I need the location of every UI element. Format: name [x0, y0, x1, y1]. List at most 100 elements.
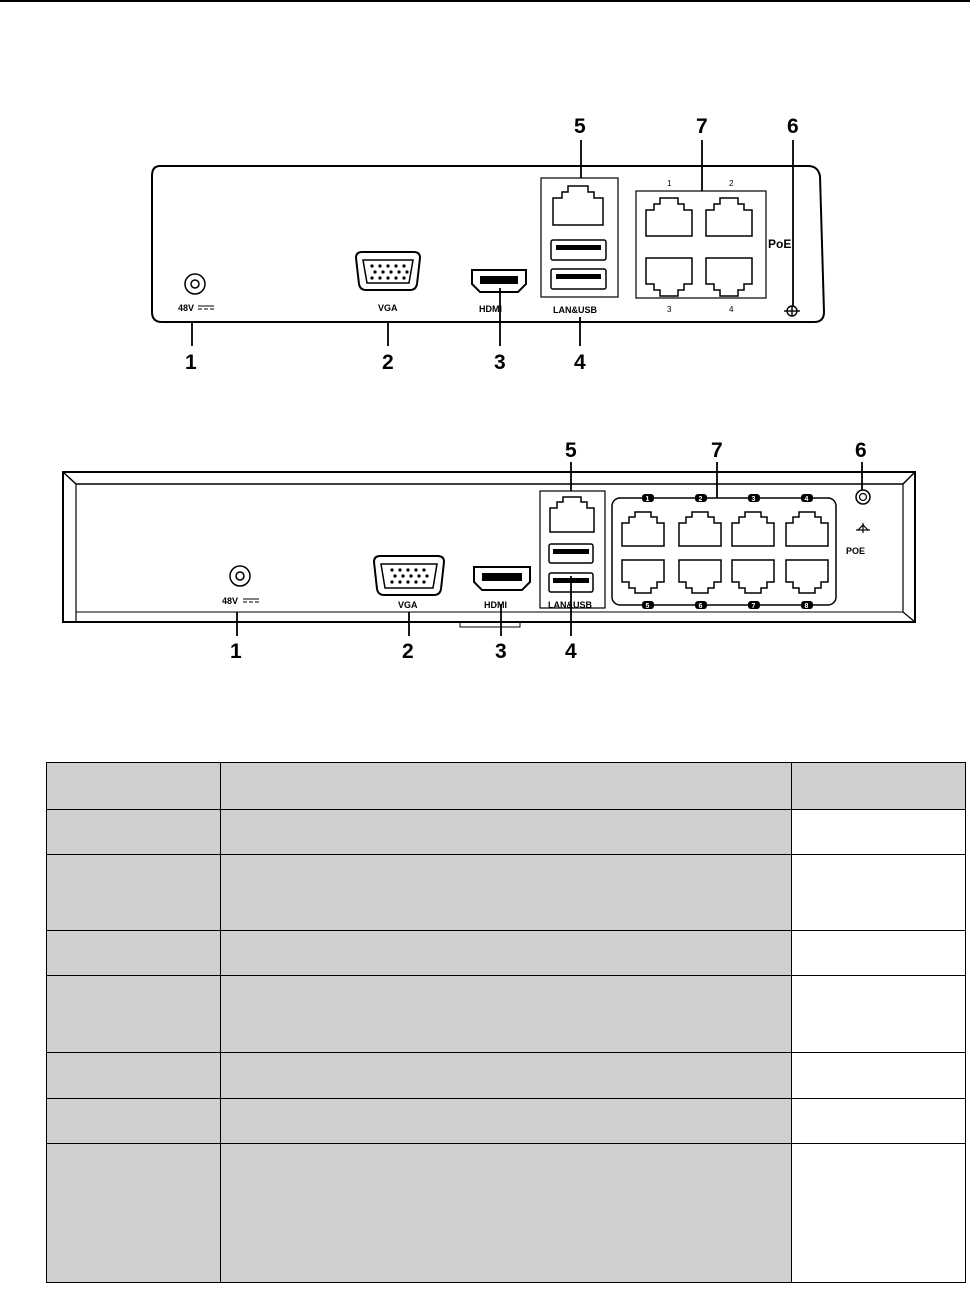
cell-no	[46, 975, 221, 1053]
cell-no	[46, 809, 221, 855]
lan-usb-block	[540, 177, 619, 298]
poe-port-icon	[785, 511, 829, 547]
dc-symbol-icon	[198, 305, 214, 310]
cell-description	[791, 1098, 966, 1144]
table-header-row	[46, 762, 966, 810]
cell-no	[46, 1143, 221, 1283]
rear-panel-4ch-diagram: 48V VGA HDMI LAN&USB 1 2 3 4 PoE	[151, 115, 826, 374]
cell-no	[46, 1052, 221, 1099]
poe-port-number: 1	[667, 179, 672, 188]
poe-port-number: 2	[699, 496, 703, 503]
lan-port-icon	[552, 185, 604, 226]
table-row	[46, 1143, 966, 1283]
callout-number: 2	[402, 640, 414, 663]
poe-port-number: 3	[667, 305, 672, 314]
callout-number: 3	[495, 640, 507, 663]
cell-no	[46, 854, 221, 931]
hdmi-port-icon	[471, 269, 527, 293]
poe-label: PoE	[768, 237, 791, 251]
power-jack-icon	[229, 565, 251, 587]
poe-port-icon	[731, 559, 775, 594]
cell-name	[219, 1143, 793, 1283]
callout-number: 5	[565, 439, 577, 462]
cell-no	[46, 930, 221, 976]
lan-usb-block	[539, 490, 606, 609]
power-jack-icon	[184, 273, 206, 295]
poe-port-icon	[621, 511, 665, 547]
cell-description	[791, 1143, 966, 1283]
table-row	[46, 930, 966, 976]
poe-port-icon	[705, 257, 753, 297]
header-cell-no	[46, 762, 221, 810]
header-cell-description	[791, 762, 966, 810]
callout-number: 7	[711, 439, 723, 462]
poe-port-icon	[621, 559, 665, 594]
hdmi-label: HDMI	[479, 304, 502, 314]
poe-port-number: 4	[805, 496, 809, 503]
poe-port-number: 7	[752, 603, 756, 610]
cell-description	[791, 809, 966, 855]
callout-number: 5	[574, 115, 586, 138]
poe-port-number: 4	[729, 305, 734, 314]
rear-panel-8ch-diagram: 48V VGA HDMI LAN&USB	[62, 439, 916, 663]
lan-port-icon	[549, 496, 595, 533]
poe-port-number: 6	[699, 603, 703, 610]
poe-port-number: 2	[729, 179, 734, 188]
cell-name	[219, 809, 793, 855]
poe-port-icon	[678, 511, 722, 547]
callout-number: 6	[855, 439, 867, 462]
ground-terminal-icon	[855, 489, 871, 533]
callout-number: 4	[574, 351, 586, 374]
poe-port-number: 3	[752, 496, 756, 503]
header-cell-name	[219, 762, 793, 810]
lan-usb-label: LAN&USB	[553, 305, 597, 315]
cell-name	[219, 854, 793, 931]
vga-label: VGA	[398, 600, 418, 610]
cell-name	[219, 1098, 793, 1144]
poe-port-number: 5	[646, 603, 650, 610]
table-row	[46, 1098, 966, 1144]
table-row	[46, 975, 966, 1053]
callout-number: 4	[565, 640, 577, 663]
callout-number: 7	[696, 115, 708, 138]
poe-port-block	[635, 190, 767, 299]
poe-port-number-badge	[642, 494, 813, 609]
dc-symbol-icon	[243, 598, 259, 603]
callout-number: 3	[494, 351, 506, 374]
callout-number: 2	[382, 351, 394, 374]
table-row	[46, 854, 966, 931]
usb-port-icon	[548, 543, 594, 564]
cell-no	[46, 1098, 221, 1144]
poe-port-number: 1	[646, 496, 650, 503]
vga-port-icon	[354, 251, 422, 291]
poe-port-block	[611, 497, 837, 606]
power-label: 48V	[178, 303, 194, 313]
vga-port-icon	[372, 555, 446, 596]
hdmi-port-icon	[473, 566, 531, 591]
cell-description	[791, 1052, 966, 1099]
vga-label: VGA	[378, 303, 398, 313]
usb-port-icon	[550, 268, 607, 290]
cell-name	[219, 975, 793, 1053]
table-row	[46, 809, 966, 855]
poe-label: POE	[846, 546, 865, 556]
callout-number: 6	[787, 115, 799, 138]
cell-description	[791, 930, 966, 976]
rear-panel-description-table	[46, 762, 966, 1283]
header-rule	[0, 0, 970, 2]
poe-port-icon	[645, 257, 693, 297]
cell-description	[791, 975, 966, 1053]
callout-number: 1	[185, 351, 197, 374]
hdmi-label: HDMI	[484, 600, 507, 610]
cell-name	[219, 930, 793, 976]
cell-name	[219, 1052, 793, 1099]
poe-port-icon	[731, 511, 775, 547]
poe-port-icon	[785, 559, 829, 594]
poe-port-number: 8	[805, 603, 809, 610]
poe-port-icon	[645, 197, 693, 237]
table-row	[46, 1052, 966, 1099]
poe-port-icon	[678, 559, 722, 594]
callout-number: 1	[230, 640, 242, 663]
cell-description	[791, 854, 966, 931]
chassis-outline	[151, 165, 826, 323]
